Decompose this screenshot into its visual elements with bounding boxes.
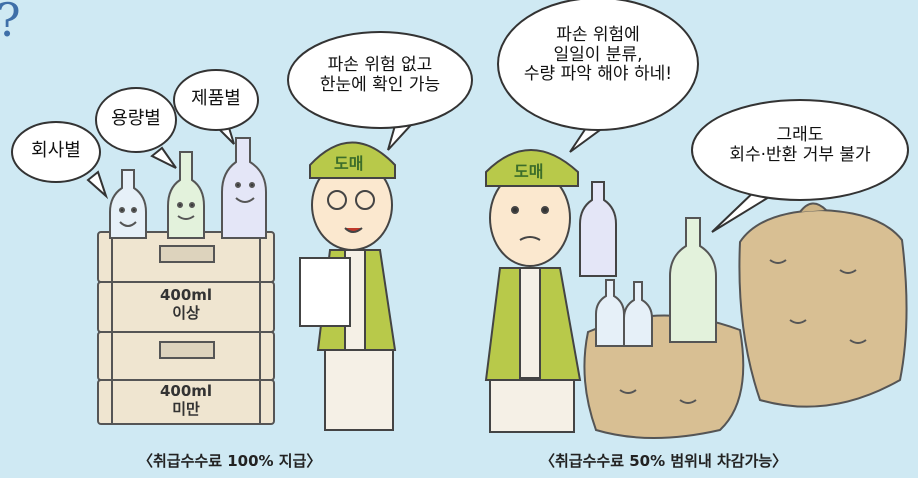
- bubble-company-text: 회사별: [31, 140, 81, 161]
- bubble-worker-right-text: 파손 위험에 일일이 분류, 수량 파악 해야 하네!: [508, 25, 688, 85]
- crate-label-lower-line2: 미만: [172, 400, 200, 418]
- hat-label-right: 도매: [514, 162, 544, 181]
- bubble-capacity: [95, 87, 177, 169]
- bubble-worker-right-line1: 파손 위험에: [556, 25, 640, 45]
- sack-large: [738, 202, 908, 408]
- caption-left: 〈취급수수료 100% 지급〉: [138, 452, 322, 470]
- crate-label-upper-line1: 400ml: [159, 286, 213, 304]
- bubble-worker-left-text: 파손 위험 없고 한눈에 확인 가능: [298, 55, 462, 95]
- worker-left: [299, 141, 397, 431]
- bottle-capacity: [167, 151, 205, 239]
- bottle-crate-stack: [97, 231, 275, 425]
- bubble-company: [11, 121, 109, 200]
- crate-label-lower: 400ml 미만: [150, 382, 222, 418]
- bottle-product: [221, 137, 267, 239]
- bubble-worker-left-line2: 한눈에 확인 가능: [319, 74, 441, 95]
- bubble-bottle-right-line2: 회수·반환 거부 불가: [729, 144, 871, 165]
- crate-label-upper: 400ml 이상: [150, 286, 222, 322]
- bubble-worker-left: [287, 31, 473, 151]
- bubble-worker-right: [497, 0, 699, 153]
- bubble-bottle-right-line1: 그래도: [776, 125, 824, 145]
- bubble-product: [173, 69, 259, 145]
- bubble-worker-right-line2: 일일이 분류,: [553, 44, 643, 65]
- bubble-capacity-text: 용량별: [111, 108, 161, 129]
- question-mark-glyph: ?: [0, 0, 26, 47]
- bottle-company: [109, 169, 147, 239]
- caption-right: 〈취급수수료 50% 범위내 차감가능〉: [540, 452, 788, 470]
- bubble-bottle-right-text: 그래도 회수·반환 거부 불가: [700, 125, 900, 165]
- bubble-worker-left-line1: 파손 위험 없고: [327, 55, 433, 75]
- hat-label-left: 도매: [334, 154, 364, 173]
- bottle-sack-group: [595, 217, 717, 347]
- crate-label-upper-line2: 이상: [172, 304, 200, 322]
- bubble-bottle-right: [691, 99, 909, 233]
- bubble-product-text: 제품별: [191, 88, 241, 109]
- bubble-worker-right-line3: 수량 파악 해야 하네!: [523, 64, 673, 85]
- crate-label-lower-line1: 400ml: [159, 382, 213, 400]
- worker-right: [484, 149, 617, 433]
